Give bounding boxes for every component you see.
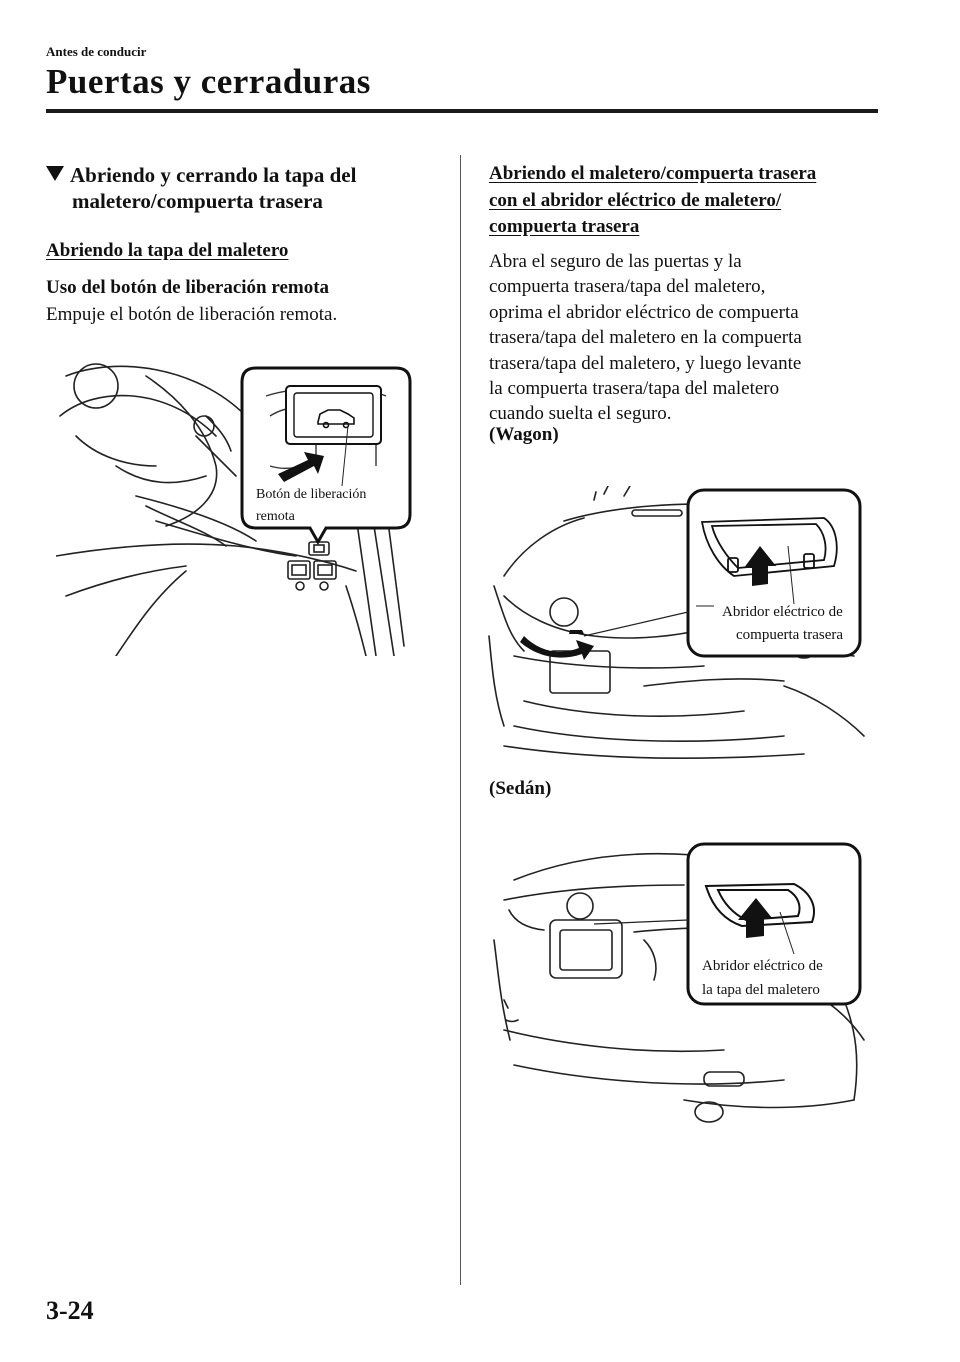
column-divider [460,155,461,1285]
page-number: 3-24 [46,1296,94,1325]
label-remote-release-line2: remota [256,509,296,524]
figure-sedan-trunk: Abridor eléctrico de la tapa del maleter… [493,842,865,1123]
subheading-electric-opener-line3: compuerta trasera [489,216,640,237]
section-heading-line1: Abriendo y cerrando la tapa del [70,163,357,187]
paragraph-line: trasera/tapa del maletero en la compuert… [489,327,802,349]
paragraph-line: cuando suelta el seguro. [489,403,672,425]
figure-wagon-tailgate: Abridor eléctrico de compuerta trasera [488,486,865,759]
chapter-label: Antes de conducir [46,44,147,59]
paragraph-remote-release: Empuje el botón de liberación remota. [46,304,338,325]
figure-remote-release: Botón de liberación remota [56,363,412,656]
triangle-bullet-icon [46,166,64,181]
label-wagon-opener-line2: compuerta trasera [736,627,843,643]
label-sedan-opener-line2: la tapa del maletero [702,982,820,998]
label-wagon-opener-line1: Abridor eléctrico de [722,604,843,620]
paragraph-electric-opener: Abra el seguro de las puertas y la compu… [489,249,884,427]
caption-sedan: (Sedán) [489,778,552,799]
page-title: Puertas y cerraduras [46,62,371,101]
paragraph-line: compuerta trasera/tapa del maletero, [489,276,766,298]
subheading-electric-opener-line2: con el abridor eléctrico de maletero/ [489,189,782,211]
paragraph-line: trasera/tapa del maletero, y luego levan… [489,352,802,374]
paragraph-line: la compuerta trasera/tapa del maletero [489,378,780,400]
caption-wagon: (Wagon) [489,424,559,445]
subheading-electric-opener-line1: Abriendo el maletero/compuerta trasera [489,163,817,184]
label-sedan-opener-line1: Abridor eléctrico de [702,958,823,974]
section-heading-line2: maletero/compuerta trasera [72,189,323,213]
heading-remote-release: Uso del botón de liberación remota [46,277,330,298]
subheading-open-trunk: Abriendo la tapa del maletero [46,240,289,261]
label-remote-release-line1: Botón de liberación [256,487,366,502]
title-rule [46,109,878,113]
paragraph-line: oprima el abridor eléctrico de compuerta [489,301,799,323]
section-heading: Abriendo y cerrando la tapa del maletero… [46,162,446,214]
subheading-electric-opener: Abriendo el maletero/compuerta trasera c… [489,161,889,241]
paragraph-line: Abra el seguro de las puertas y la [489,251,742,272]
